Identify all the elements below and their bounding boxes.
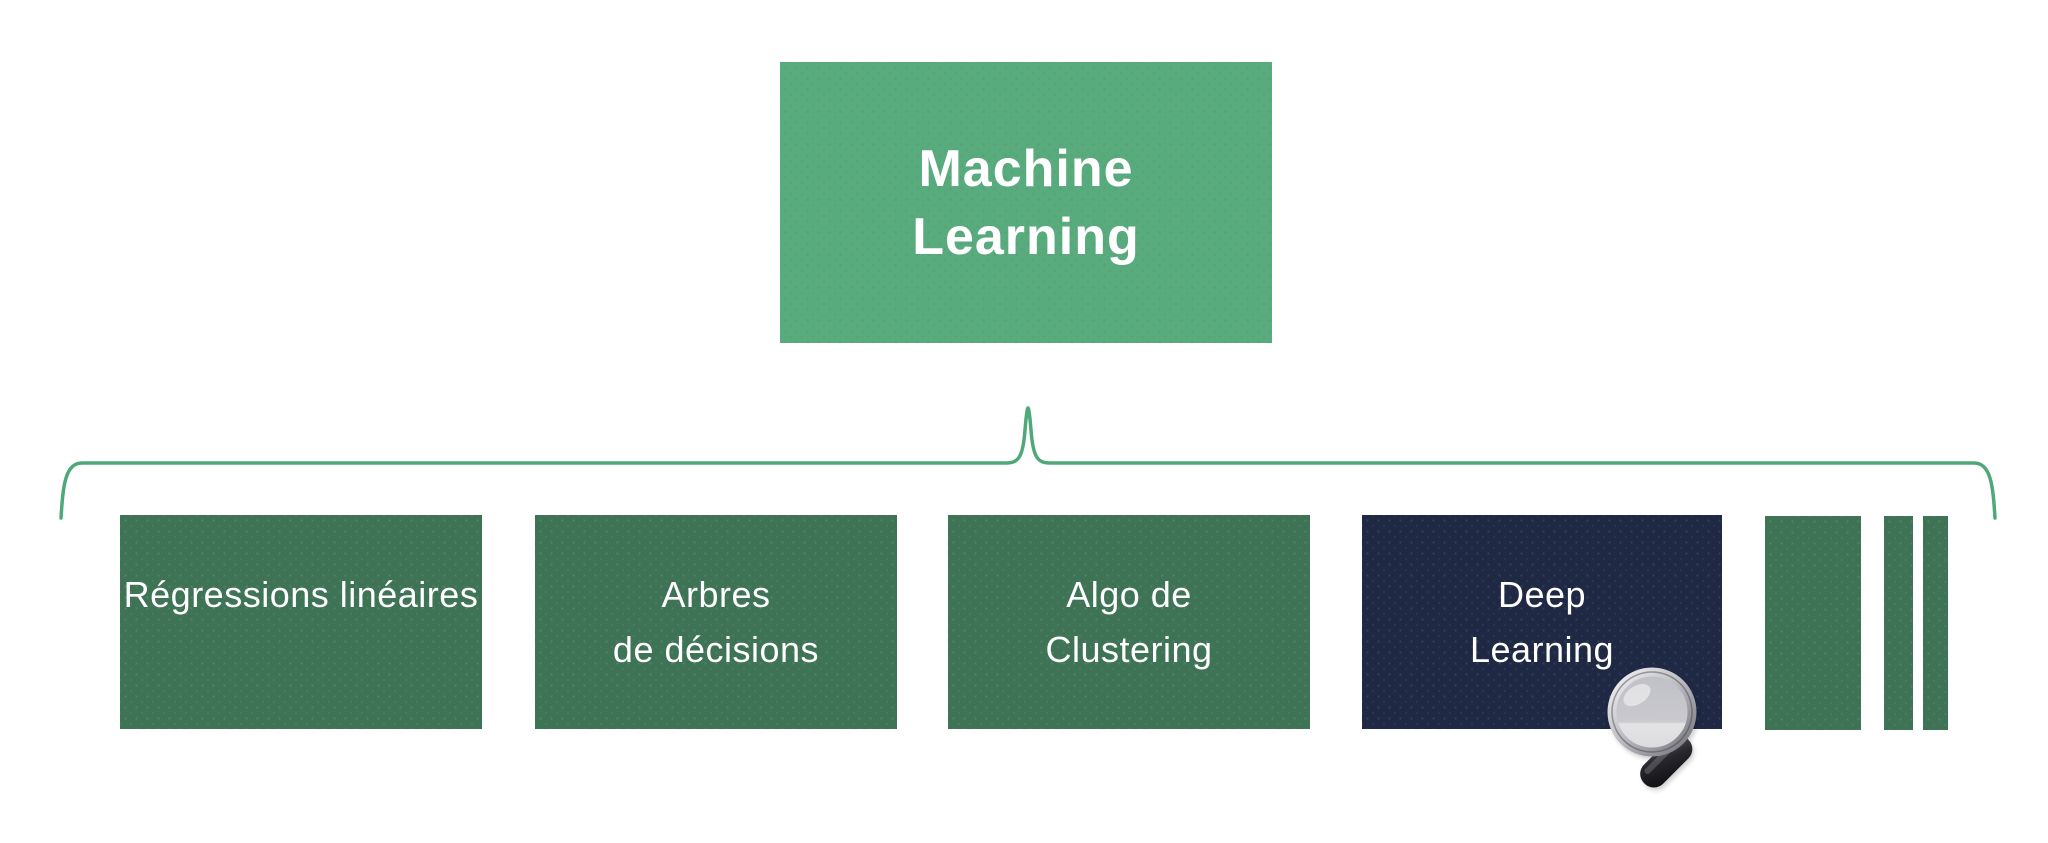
node-algo-de-clustering[interactable]: Algo de Clustering [948, 515, 1310, 729]
node-machine-learning[interactable]: Machine Learning [780, 62, 1272, 343]
node-label: Algo de Clustering [948, 567, 1310, 677]
node-label-line: de décisions [612, 629, 820, 670]
node-label: Régressions linéaires [120, 567, 482, 677]
brace-connector [59, 406, 1997, 520]
clipped-node-2 [1884, 516, 1913, 730]
clipped-node-1 [1765, 516, 1861, 730]
node-deep-learning[interactable]: Deep Learning [1362, 515, 1722, 729]
node-label-line [120, 622, 482, 677]
node-label-line: Deep [1497, 574, 1587, 615]
node-arbres-de-decisions[interactable]: Arbres de décisions [535, 515, 897, 729]
node-label-line: Algo de [1066, 574, 1192, 615]
node-regressions-lineaires[interactable]: Régressions linéaires [120, 515, 482, 729]
node-label: Arbres de décisions [535, 567, 897, 677]
node-label-line: Régressions linéaires [123, 574, 479, 615]
node-label-line: Clustering [1045, 629, 1213, 670]
node-label: Deep Learning [1362, 567, 1722, 677]
node-label-line: Learning [912, 207, 1140, 266]
magnifier-icon [1607, 667, 1697, 788]
node-label-line: Machine [918, 139, 1134, 198]
node-label-line: Learning [1469, 629, 1615, 670]
clipped-node-3 [1923, 516, 1948, 730]
node-label-line: Arbres [661, 574, 771, 615]
